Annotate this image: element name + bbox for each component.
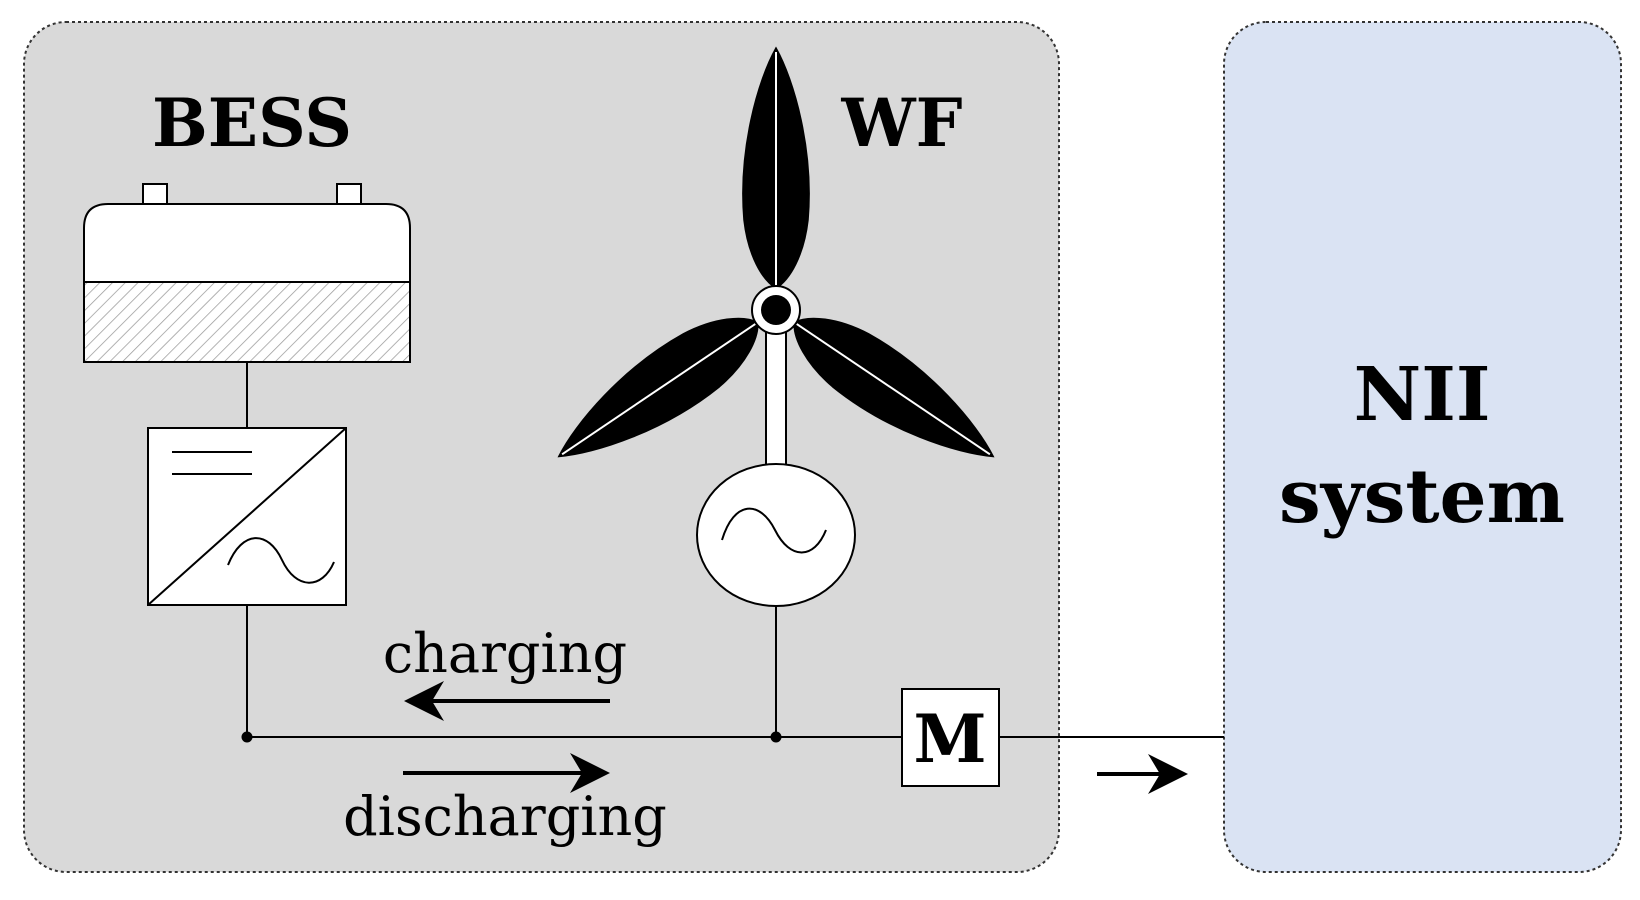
dc-ac-converter-icon xyxy=(147,427,347,606)
bess-label: BESS xyxy=(152,84,352,162)
ac-generator-icon xyxy=(696,463,856,607)
wind-turbine-icon xyxy=(557,46,995,468)
bess-bus-node xyxy=(241,731,253,743)
wf-label: WF xyxy=(841,84,963,162)
nii-label: NII xyxy=(1354,352,1491,438)
system-label: system xyxy=(1279,454,1565,540)
wf-bus-node xyxy=(770,731,782,743)
nii-system-box xyxy=(1223,21,1622,873)
meter-icon: M xyxy=(901,688,1000,787)
meter-label: M xyxy=(913,700,986,778)
battery-icon xyxy=(83,183,411,363)
charging-label: charging xyxy=(383,622,627,685)
discharging-label: discharging xyxy=(343,785,667,848)
